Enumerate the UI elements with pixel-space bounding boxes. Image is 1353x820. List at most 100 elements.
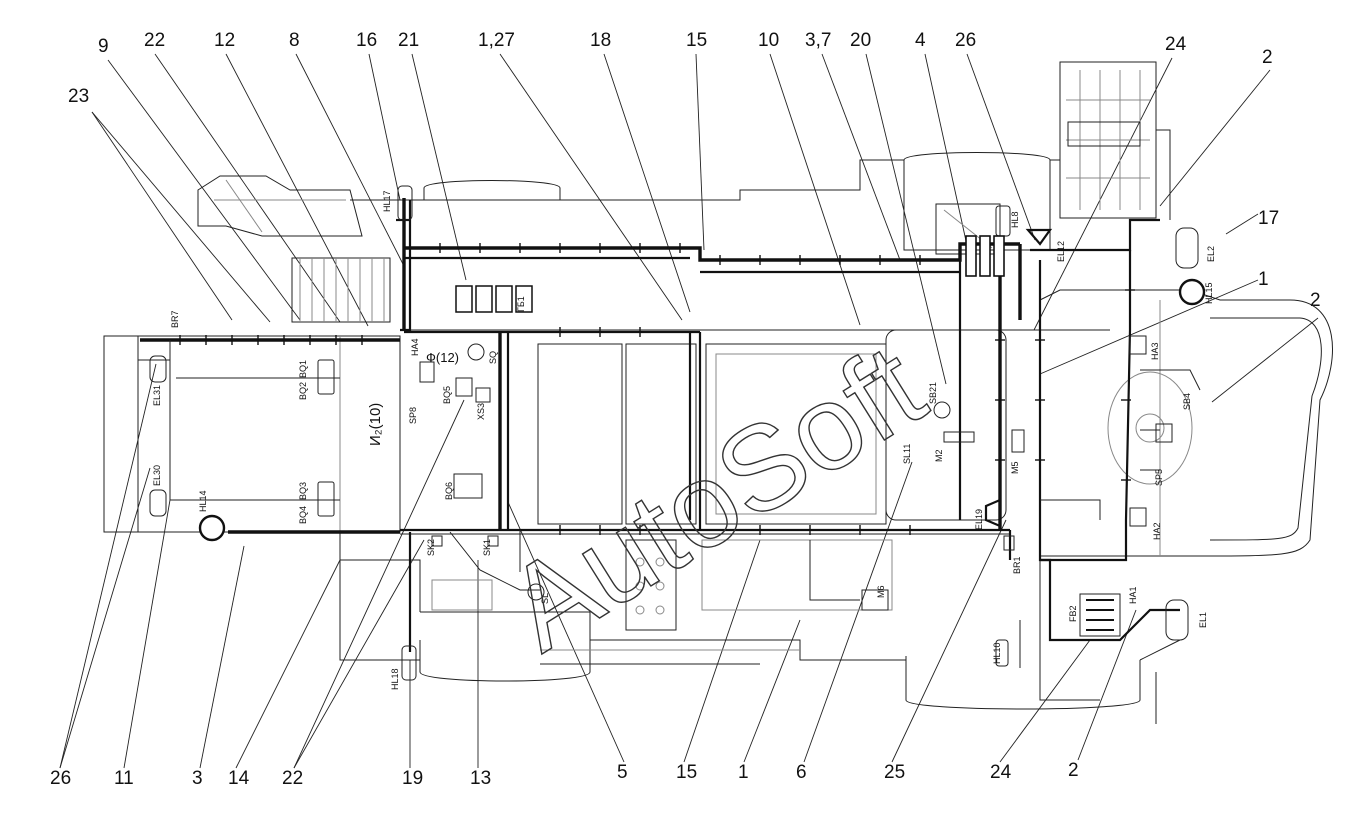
tag-ha4: HA4 <box>410 338 420 356</box>
tag-hl18: HL18 <box>390 668 400 690</box>
horn-ha3 <box>1129 335 1147 355</box>
callout-bottom: 25 <box>884 762 905 783</box>
button-sb21 <box>933 401 951 419</box>
tag-sb21: SB21 <box>928 382 938 404</box>
tag-el1: EL1 <box>1198 612 1208 628</box>
tag-ha3: HA3 <box>1150 342 1160 360</box>
tag-m5: M5 <box>1010 461 1020 474</box>
leader-lines <box>59 53 1319 769</box>
lamp-hl15 <box>1178 278 1206 306</box>
tag-sp8: SP8 <box>408 407 418 424</box>
chassis-outline <box>103 61 1333 724</box>
fuse-block-fb2 <box>1079 593 1121 637</box>
callout-bottom: 24 <box>990 762 1012 783</box>
tag-hl17: HL17 <box>382 190 392 212</box>
tag-br1: BR1 <box>1012 556 1022 574</box>
lamp-hl8 <box>995 205 1011 237</box>
callout-top: 3,7 <box>805 30 831 51</box>
bottom-callouts: 26 11 3 14 22 19 13 5 15 1 6 25 24 2 <box>50 760 1079 789</box>
lamp-hl17 <box>397 185 413 221</box>
sensor-br1 <box>1003 535 1015 551</box>
callout-side: 17 <box>1258 208 1279 229</box>
tag-bq2: BQ2 <box>298 382 308 400</box>
fuse-block-gb1 <box>455 285 533 313</box>
callout-top: 2 <box>1262 47 1273 68</box>
callout-top: 18 <box>590 30 611 51</box>
callout-top: 8 <box>289 30 300 51</box>
wire-clips <box>179 243 1135 535</box>
top-callouts: 9 22 12 8 16 21 1,27 18 15 10 3,7 20 4 2… <box>98 30 1273 68</box>
watermark: AutoSoft <box>484 319 945 677</box>
tag-bq4: BQ4 <box>298 506 308 524</box>
tag-sk1: SK1 <box>482 539 492 556</box>
sensor-bq6 <box>453 473 483 499</box>
tag-fuse: Ф(12) <box>426 350 459 365</box>
callout-top: 21 <box>398 30 419 51</box>
tag-sk2: SK2 <box>426 539 436 556</box>
tag-m2: M2 <box>934 449 944 462</box>
tag-bq5: BQ5 <box>442 386 452 404</box>
sensor-bq5 <box>455 377 473 397</box>
callout-top: 26 <box>955 30 976 51</box>
tag-bq3: BQ3 <box>298 482 308 500</box>
component-tags: BR7 EL31 EL30 HL14 HL17 BQ1 BQ2 BQ3 BQ4 … <box>152 190 1216 690</box>
sensor-bq3 <box>317 481 335 517</box>
lamp-el19 <box>984 498 1002 528</box>
tag-m6: M6 <box>876 585 886 598</box>
motor-m6 <box>861 589 889 611</box>
tag-sb4: SB4 <box>1182 393 1192 410</box>
tag-sp5: SP5 <box>1154 469 1164 486</box>
tag-hl10: HL10 <box>992 642 1002 664</box>
level-sensor-sl <box>527 583 545 601</box>
callout-top: 20 <box>850 30 871 51</box>
callout-bottom: 15 <box>676 762 697 783</box>
headlamp-el1 <box>1165 599 1189 641</box>
tag-el19: EL19 <box>974 509 984 530</box>
lamp-el12 <box>1025 228 1053 246</box>
callout-top: 1,27 <box>478 30 515 51</box>
connector-bank <box>965 235 1005 277</box>
callout-top: 12 <box>214 30 235 51</box>
callout-bottom: 5 <box>617 762 628 783</box>
motor-m5 <box>1011 429 1025 453</box>
tag-hl8: HL8 <box>1010 211 1020 228</box>
tag-hl15: HL15 <box>1204 282 1214 304</box>
tag-el12: EL12 <box>1056 241 1066 262</box>
tag-el2: EL2 <box>1206 246 1216 262</box>
tag-fb2: FB2 <box>1068 605 1078 622</box>
lamp-hl10 <box>995 639 1009 667</box>
callout-bottom: 22 <box>282 768 303 789</box>
callout-bottom: 13 <box>470 768 491 789</box>
callout-top: 22 <box>144 30 165 51</box>
lamp-el30 <box>149 489 167 517</box>
callout-top: 9 <box>98 36 109 57</box>
sensor-sk1 <box>487 535 499 547</box>
components <box>149 185 1206 681</box>
tag-sl11: SL11 <box>902 444 912 464</box>
callout-bottom: 1 <box>738 762 749 783</box>
callout-bottom: 26 <box>50 768 71 789</box>
callout-top: 4 <box>915 30 926 51</box>
side-callouts: 23 17 1 2 <box>68 86 1321 311</box>
callout-side: 1 <box>1258 269 1269 290</box>
tag-gb1: ГБ1 <box>516 296 526 312</box>
motor-m2 <box>943 431 975 443</box>
callout-top: 24 <box>1165 34 1187 55</box>
tag-hl14: HL14 <box>198 490 208 512</box>
tag-ha2: HA2 <box>1152 522 1162 540</box>
callout-top: 16 <box>356 30 377 51</box>
lamp-hl14 <box>198 514 226 542</box>
tag-br7: BR7 <box>170 310 180 328</box>
lamp-el31 <box>149 355 167 383</box>
tag-bq1: BQ1 <box>298 360 308 378</box>
callout-bottom: 14 <box>228 768 250 789</box>
tag-sq: SQ <box>488 351 498 364</box>
tag-el30: EL30 <box>152 465 162 486</box>
tag-current: И₂(10) <box>367 403 384 446</box>
callout-side: 2 <box>1310 290 1321 311</box>
callout-top: 10 <box>758 30 779 51</box>
switch-sb4 <box>1155 423 1173 443</box>
switch-sq <box>467 343 485 361</box>
